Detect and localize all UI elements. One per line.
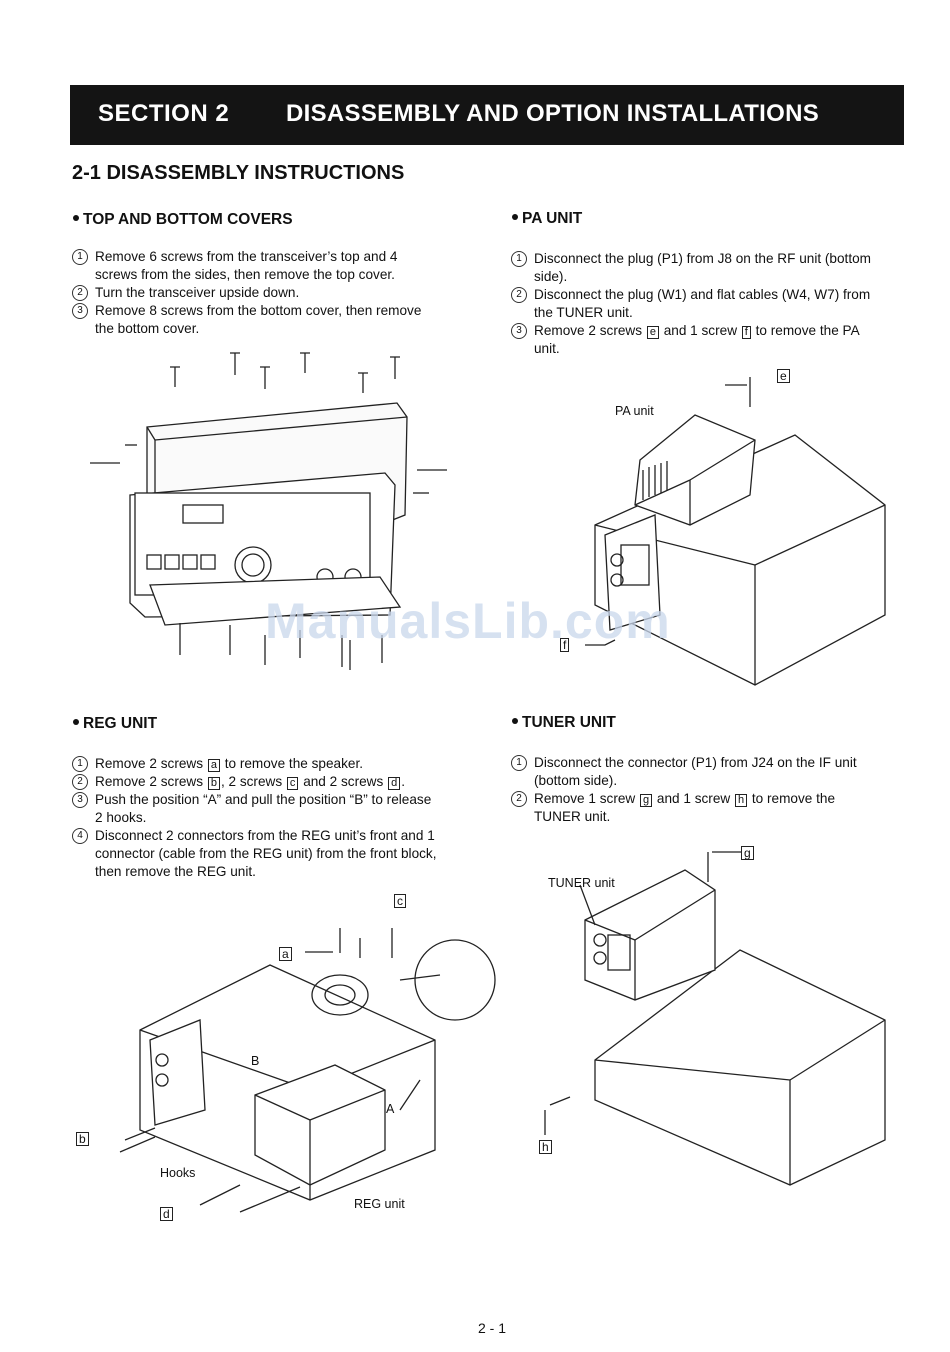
pa-heading: PA UNIT xyxy=(512,210,582,228)
covers-diagram xyxy=(90,352,447,670)
bullet-icon xyxy=(73,718,79,725)
reg-heading: REG UNIT xyxy=(73,715,157,733)
callout-h: h xyxy=(539,1140,552,1154)
callout-g: g xyxy=(741,846,754,860)
bullet-icon xyxy=(73,214,79,221)
section-banner: SECTION 2 DISASSEMBLY AND OPTION INSTALL… xyxy=(70,85,904,145)
tuner-diagram xyxy=(544,851,886,1186)
top-bottom-heading: TOP AND BOTTOM COVERS xyxy=(73,211,293,229)
callout-b: b xyxy=(76,1132,89,1146)
callout-e: e xyxy=(777,369,790,383)
pa-diagram xyxy=(585,377,886,686)
reg-unit-label: REG unit xyxy=(354,1197,405,1211)
watermark: ManualsLib.com xyxy=(265,593,671,649)
callout-f: f xyxy=(560,638,570,652)
position-b-label: B xyxy=(251,1054,260,1068)
page-heading: 2-1 DISASSEMBLY INSTRUCTIONS xyxy=(72,162,405,184)
tuner-heading: TUNER UNIT xyxy=(512,714,616,732)
tuner-unit-label: TUNER unit xyxy=(548,876,615,890)
bullet-icon xyxy=(512,213,518,220)
callout-a: a xyxy=(279,947,292,961)
pa-unit-label: PA unit xyxy=(615,404,654,418)
page-number: 2 - 1 xyxy=(478,1320,507,1336)
callout-c: c xyxy=(394,894,406,908)
bullet-icon xyxy=(512,717,518,724)
section-number: SECTION 2 xyxy=(98,100,230,127)
callout-d: d xyxy=(160,1207,173,1221)
position-a-label: A xyxy=(386,1102,395,1116)
section-title: DISASSEMBLY AND OPTION INSTALLATIONS xyxy=(286,100,820,127)
reg-diagram xyxy=(119,928,496,1213)
hooks-label: Hooks xyxy=(160,1166,196,1180)
